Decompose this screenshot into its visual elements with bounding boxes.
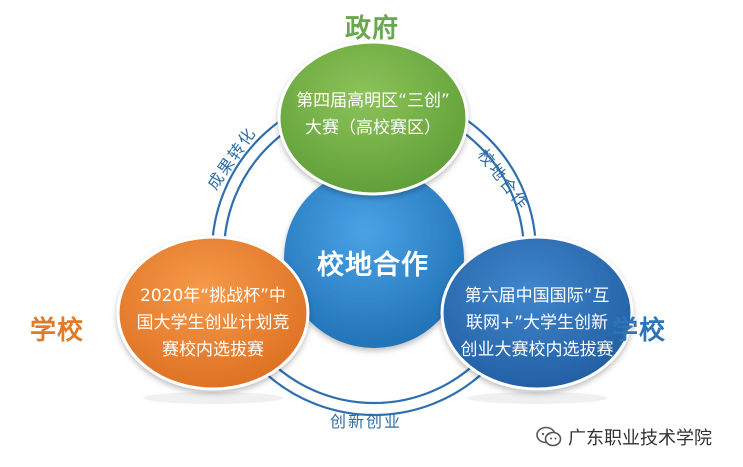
wechat-official-account-icon — [536, 426, 562, 448]
top-bubble-line-1: 第四届高明区“三创” — [296, 91, 450, 111]
left-bubble-reflection — [143, 392, 283, 404]
watermark-text: 广东职业技术学院 — [568, 428, 712, 449]
top-bubble — [277, 40, 469, 196]
right-bubble-line-3: 创业大赛校内选拔赛 — [460, 340, 614, 360]
top-bubble-line-2: 大赛（高校赛区） — [305, 118, 441, 138]
label-government: 政府 — [345, 14, 400, 44]
left-bubble-line-3: 赛校内选拔赛 — [162, 340, 264, 360]
label-school-left: 学校 — [30, 316, 85, 346]
label-school-right: 学校 — [612, 316, 667, 346]
right-bubble — [440, 235, 634, 391]
top-bubble-text: 第四届高明区“三创” 大赛（高校赛区） — [278, 88, 468, 142]
right-bubble-text: 第六届中国国际“互 联网+”大学生创新 创业大赛校内选拔赛 — [442, 283, 632, 364]
right-bubble-reflection — [467, 392, 607, 404]
center-circle — [284, 168, 464, 348]
right-bubble-line-1: 第六届中国国际“互 — [464, 286, 610, 306]
watermark: 广东职业技术学院 — [536, 421, 736, 453]
left-bubble-text: 2020年“挑战杯”中 国大学生创业计划竞 赛校内选拔赛 — [118, 283, 308, 364]
arc-label-bottom: 创新创业 — [330, 412, 403, 431]
left-bubble-line-1: 2020年“挑战杯”中 — [140, 286, 286, 306]
right-bubble-line-2: 联网+”大学生创新 — [465, 313, 609, 333]
left-bubble-line-2: 国大学生创业计划竞 — [136, 313, 290, 333]
center-title: 校地合作 — [317, 250, 429, 281]
left-bubble — [116, 235, 310, 391]
